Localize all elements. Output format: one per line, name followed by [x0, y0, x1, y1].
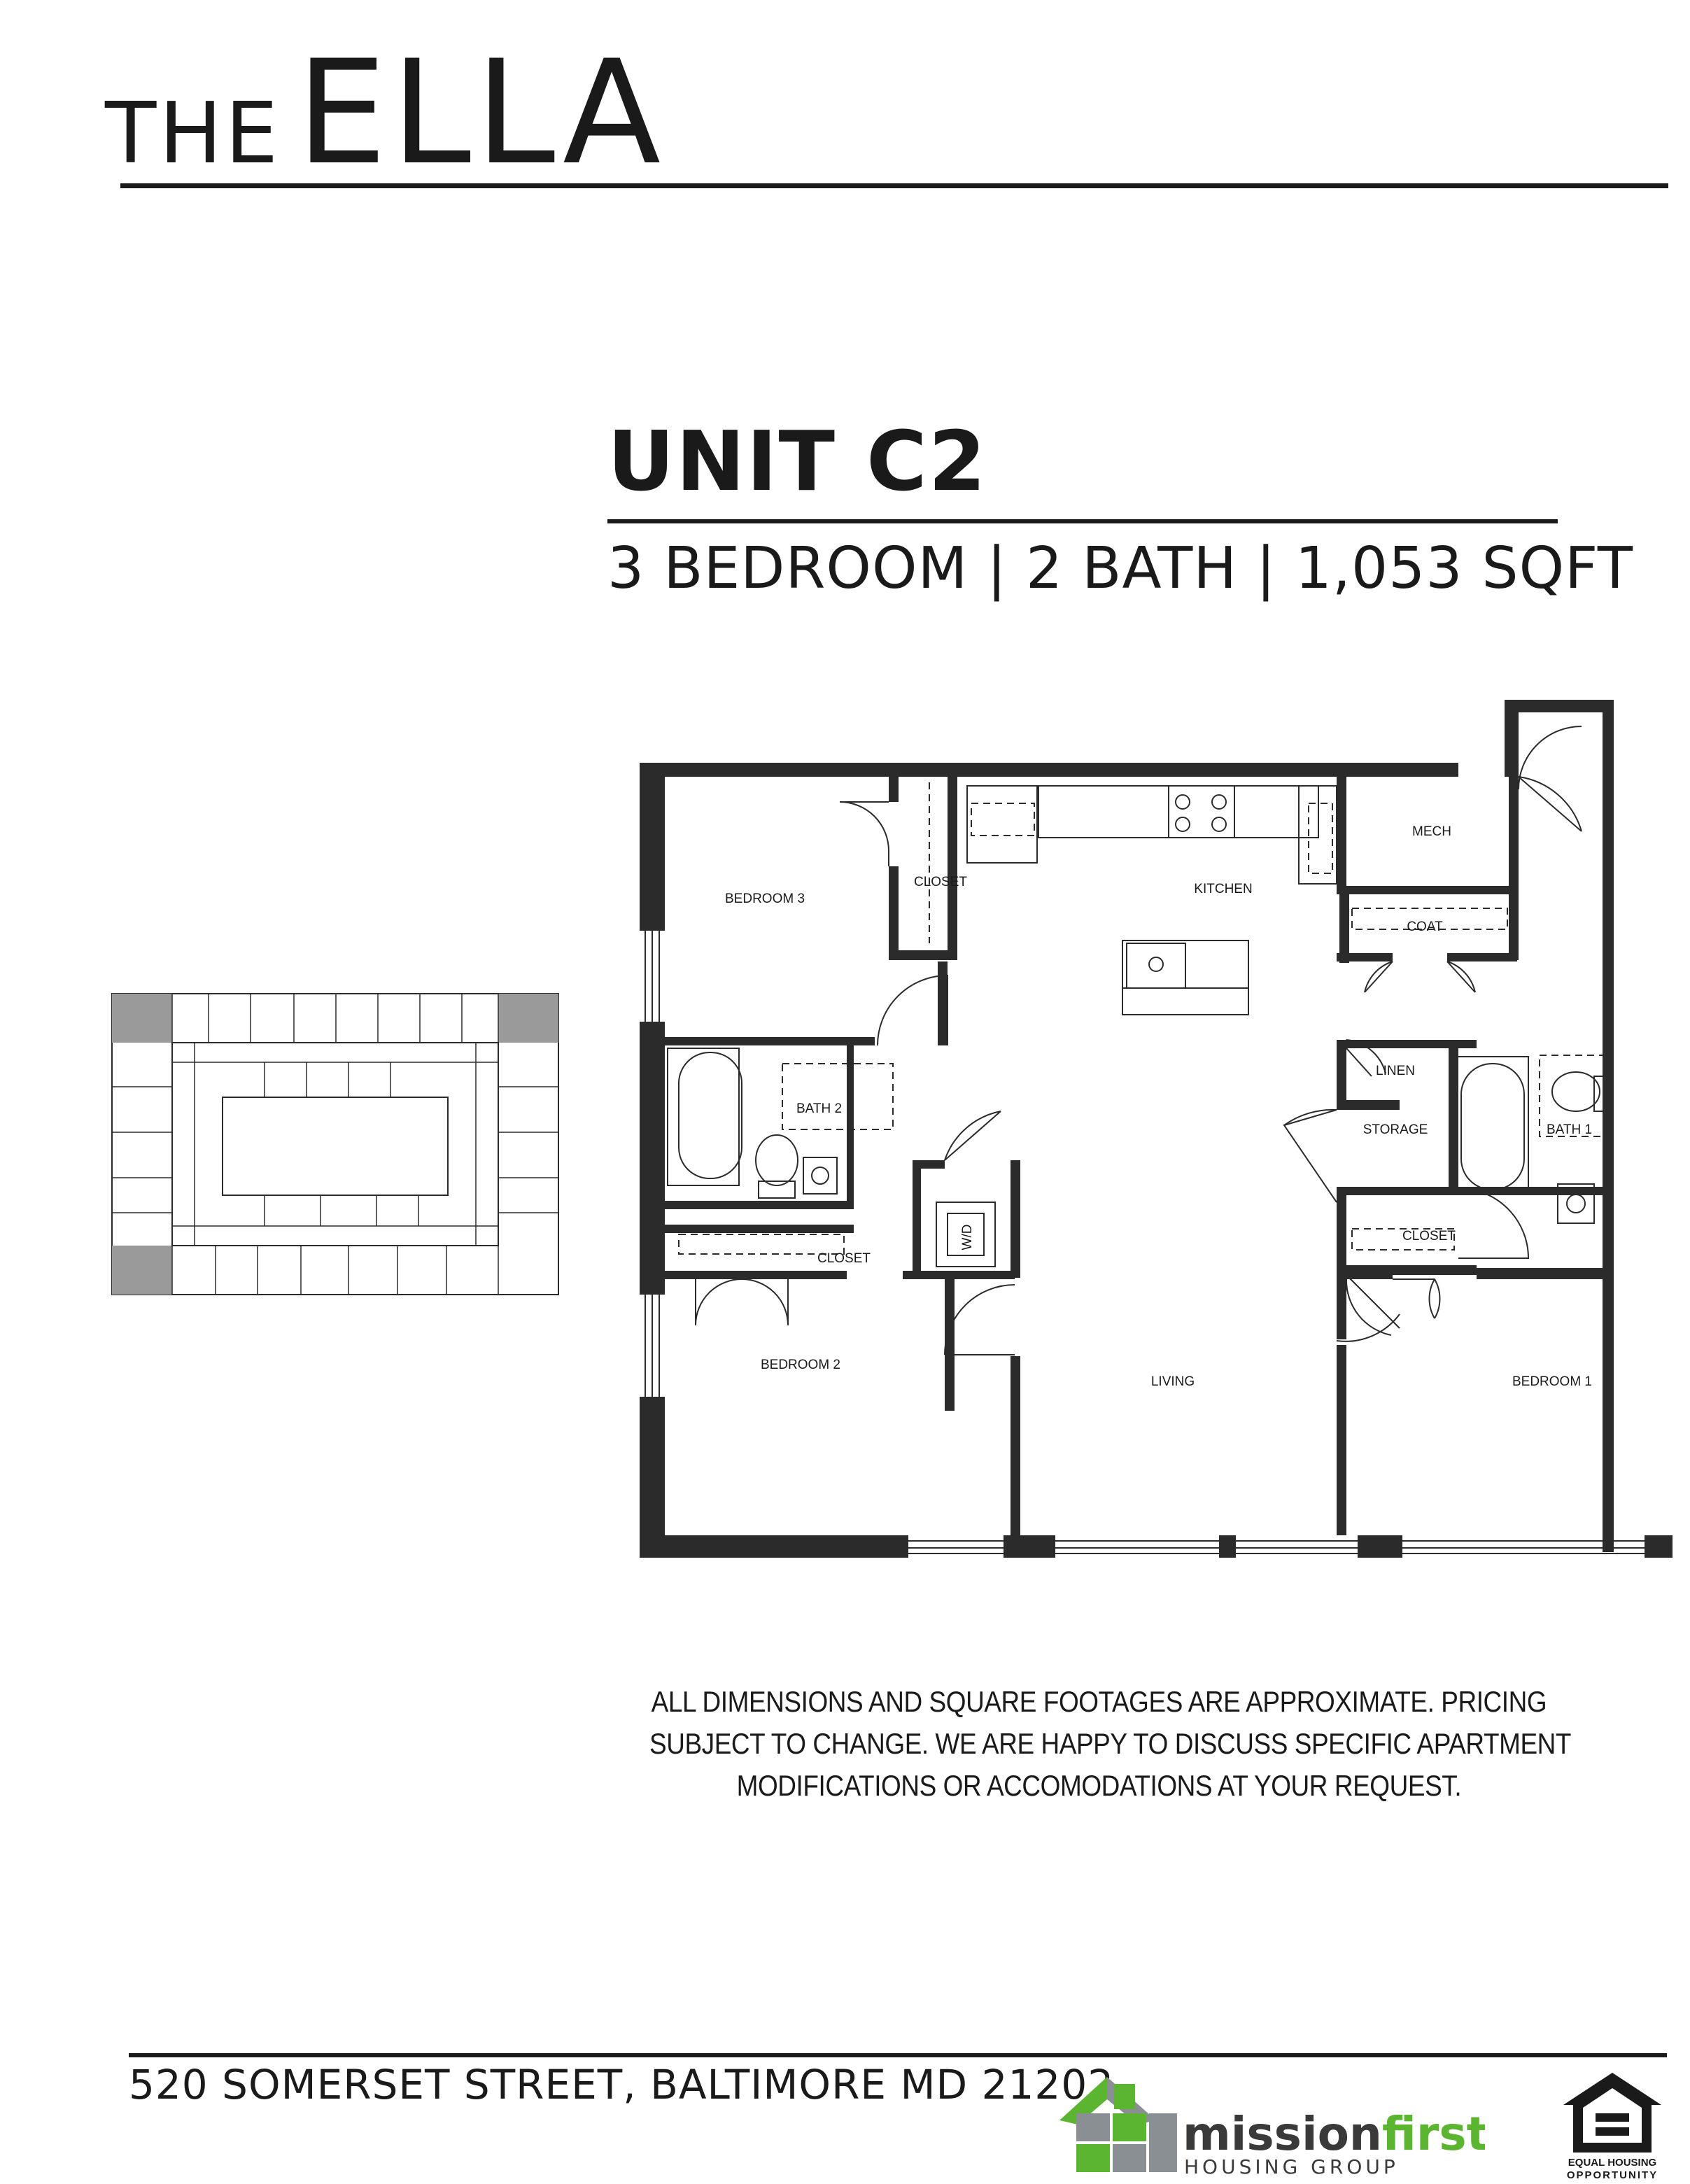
windows [645, 931, 1645, 1554]
room-label-bedroom-3: BEDROOM 3 [725, 892, 805, 906]
room-label-washer-dryer: W/D [960, 1225, 975, 1250]
room-label-kitchen: KITCHEN [1194, 882, 1252, 896]
header-rule [120, 183, 1668, 188]
key-plan [111, 993, 559, 1295]
brand-title-small: THE [105, 85, 281, 183]
floor-plan: BEDROOM 3 CLOSET KITCHEN MECH COAT BATH … [640, 700, 1673, 1558]
fixtures [667, 782, 1613, 1267]
missionfirst-logo-word-2: first [1382, 2107, 1485, 2161]
brand-title-large: ELLA [296, 30, 666, 197]
room-label-closet-bedroom-1: CLOSET [1402, 1229, 1456, 1244]
disclaimer-line-1: ALL DIMENSIONS AND SQUARE FOOTAGES ARE A… [651, 1685, 1547, 1718]
svg-text:missionfirst: missionfirst [1183, 2107, 1485, 2161]
disclaimer: ALL DIMENSIONS AND SQUARE FOOTAGES ARE A… [649, 1681, 1572, 1807]
equal-housing-line-1: EQUAL HOUSING [1568, 2157, 1656, 2169]
doors [695, 726, 1582, 1355]
exterior-walls [640, 700, 1673, 1558]
disclaimer-line-3: MODIFICATIONS OR ACCOMODATIONS AT YOUR R… [736, 1769, 1462, 1802]
room-label-bedroom-1: BEDROOM 1 [1512, 1374, 1592, 1389]
room-label-mech: MECH [1412, 824, 1451, 839]
missionfirst-logo-mark [1059, 2077, 1177, 2172]
key-plan-highlight-sw [112, 1246, 172, 1295]
room-label-closet-bedroom-3: CLOSET [914, 875, 967, 889]
unit-title: UNIT C2 [607, 413, 987, 509]
missionfirst-logo-subtitle: HOUSING GROUP [1184, 2155, 1399, 2176]
key-plan-highlight-ne [498, 994, 558, 1043]
room-label-linen: LINEN [1376, 1064, 1415, 1078]
equal-housing-line-2: OPPORTUNITY [1567, 2169, 1658, 2181]
missionfirst-logo: missionfirst HOUSING GROUP [1059, 2077, 1485, 2176]
room-label-bath-2: BATH 2 [796, 1101, 842, 1116]
key-plan-highlight-nw [112, 994, 172, 1043]
equal-housing-logo: EQUAL HOUSING OPPORTUNITY [1563, 2073, 1661, 2181]
footer-rule [129, 2053, 1667, 2057]
room-label-coat: COAT [1407, 920, 1443, 934]
missionfirst-logo-word-1: mission [1183, 2107, 1382, 2161]
room-label-closet-bedroom-2: CLOSET [817, 1251, 871, 1266]
address: 520 SOMERSET STREET, BALTIMORE MD 21202 [129, 2061, 1115, 2108]
room-label-bedroom-2: BEDROOM 2 [761, 1358, 840, 1372]
equal-housing-icon [1563, 2073, 1661, 2153]
room-label-bath-1: BATH 1 [1547, 1122, 1592, 1137]
room-label-living: LIVING [1151, 1374, 1195, 1389]
interior-walls [665, 777, 1614, 1535]
unit-title-rule [607, 519, 1558, 523]
disclaimer-line-2: SUBJECT TO CHANGE. WE ARE HAPPY TO DISCU… [649, 1727, 1572, 1760]
unit-specs: 3 BEDROOM | 2 BATH | 1,053 SQFT [607, 535, 1633, 602]
room-label-storage: STORAGE [1363, 1122, 1428, 1137]
